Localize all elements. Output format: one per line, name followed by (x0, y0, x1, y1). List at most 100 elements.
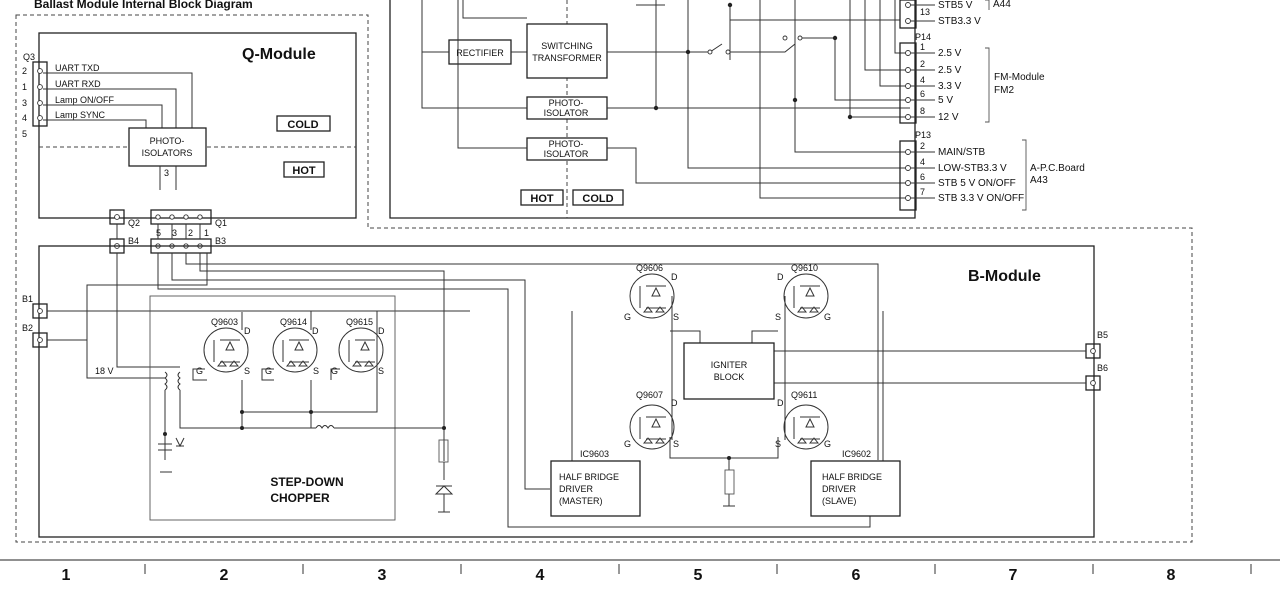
p14-pin-6: 6 (920, 89, 925, 99)
q3-pin-1: 1 (22, 82, 27, 92)
q3-pin-3: 3 (22, 98, 27, 108)
b3-label: B3 (215, 236, 226, 246)
grid-col-5: 5 (694, 567, 703, 584)
a44-board-label: A44 (993, 0, 1011, 10)
a44-output-stb5v: STB5 V (938, 0, 973, 11)
b-module-title: B-Module (968, 268, 1041, 285)
photo-isolator-1-line2: ISOLATOR (544, 108, 589, 118)
q9603-d: D (244, 326, 251, 336)
p14-pin-1: 1 (920, 42, 925, 52)
b5-label: B5 (1097, 330, 1108, 340)
driver-master-3: (MASTER) (559, 496, 603, 506)
q9611-label: Q9611 (791, 390, 817, 400)
p14-out-2v5-b: 2.5 V (938, 65, 962, 76)
q9614-d: D (312, 326, 319, 336)
driver-slave-1: HALF BRIDGE (822, 472, 882, 482)
grid-col-2: 2 (220, 567, 229, 584)
grid-col-8: 8 (1167, 567, 1176, 584)
q9607-label: Q9607 (636, 390, 663, 400)
ps-hot-label: HOT (530, 193, 554, 205)
q9615-label: Q9615 (346, 317, 373, 327)
igniter-label-2: BLOCK (714, 372, 745, 382)
q9603-label: Q9603 (211, 317, 238, 327)
q9611-g: G (824, 439, 831, 449)
p13-pin-2: 2 (920, 141, 925, 151)
p13-pin-6: 6 (920, 172, 925, 182)
power-supply-section: RECTIFIER SWITCHING TRANSFORMER PHOTO- I… (389, 0, 1085, 219)
chopper-fet-q9614: Q9614 D G S (265, 317, 319, 376)
q9607-s: S (673, 439, 679, 449)
q-photo-isolators-2: ISOLATORS (142, 148, 193, 158)
signal-uart-txd: UART TXD (55, 63, 100, 73)
driver-master-2: DRIVER (559, 484, 594, 494)
q-cold-label: COLD (287, 119, 318, 131)
b-module: B-Module B1 B2 18 V B5 B6 STEP-DOWN CHOP… (22, 245, 1108, 538)
q-hot-label: HOT (292, 165, 316, 177)
rectifier-label: RECTIFIER (456, 48, 504, 58)
q9614-g: G (265, 366, 272, 376)
q9615-g: G (331, 366, 338, 376)
b3-pin-1: 1 (204, 228, 209, 238)
diagram-title: Ballast Module Internal Block Diagram (34, 0, 253, 11)
fm2-label: FM2 (994, 85, 1014, 96)
q9611-d: D (777, 398, 784, 408)
q9610-g: G (824, 312, 831, 322)
bridge-fet-q9607: Q9607 D G S (624, 390, 679, 450)
photo-isolator-1-line1: PHOTO- (549, 98, 584, 108)
p14-out-3v3: 3.3 V (938, 81, 962, 92)
q9606-s: S (673, 312, 679, 322)
q9607-g: G (624, 439, 631, 449)
fm-module-label: FM-Module (994, 72, 1045, 83)
chopper-label-1: STEP-DOWN (270, 475, 343, 489)
igniter-label-1: IGNITER (711, 360, 748, 370)
p14-connector: P14 1 2 4 6 8 2.5 V 2.5 V 3.3 V 5 V 12 V… (899, 32, 1045, 124)
b3-pin-5: 5 (156, 228, 161, 238)
voltage-18v: 18 V (95, 366, 114, 376)
a44-connector: 13 STB5 V STB3.3 V A44 (899, 0, 1011, 29)
ic9603-label: IC9603 (580, 449, 609, 459)
grid-col-6: 6 (852, 567, 861, 584)
photo-isolator-2-line1: PHOTO- (549, 139, 584, 149)
isolator-bus-count: 3 (164, 168, 169, 178)
a44-output-stb33v: STB3.3 V (938, 16, 981, 27)
q9615-s: S (378, 366, 384, 376)
p14-label: P14 (915, 32, 931, 42)
grid-col-4: 4 (536, 567, 545, 584)
full-bridge: Q9606 D G S Q9610 D G S Q9607 D G S (550, 263, 901, 517)
bridge-fet-q9610: Q9610 D G S (775, 263, 831, 322)
p13-stb33v-onoff: STB 3.3 V ON/OFF (938, 193, 1024, 204)
q9607-d: D (671, 398, 678, 408)
q9606-label: Q9606 (636, 263, 663, 273)
bridge-fet-q9606: Q9606 D G S (624, 263, 679, 322)
p14-out-2v5-a: 2.5 V (938, 48, 962, 59)
signal-lamp-onoff: Lamp ON/OFF (55, 95, 115, 105)
driver-slave-3: (SLAVE) (822, 496, 856, 506)
ps-cold-label: COLD (582, 193, 613, 205)
b3-pin-3: 3 (172, 228, 177, 238)
q9606-g: G (624, 312, 631, 322)
driver-master-1: HALF BRIDGE (559, 472, 619, 482)
p13-low-stb33v: LOW-STB3.3 V (938, 163, 1007, 174)
p13-label: P13 (915, 130, 931, 140)
p14-out-12v: 12 V (938, 112, 959, 123)
a44-pin-13: 13 (920, 7, 930, 17)
grid-ruler: 1 2 3 4 5 6 7 8 (0, 559, 1280, 584)
q9603-g: G (196, 366, 203, 376)
ballast-boundary (15, 14, 1193, 543)
q3-pin-2: 2 (22, 66, 27, 76)
q9615-d: D (378, 326, 385, 336)
step-down-chopper: STEP-DOWN CHOPPER Q9603 D G S Q961 (149, 295, 444, 521)
q9611-s: S (775, 439, 781, 449)
apc-board-label: A-P.C.Board (1030, 163, 1085, 174)
chopper-fet-q9615: Q9615 D G S (331, 317, 385, 376)
ic9602-label: IC9602 (842, 449, 871, 459)
q9610-s: S (775, 312, 781, 322)
grid-col-3: 3 (378, 567, 387, 584)
b2-label: B2 (22, 323, 33, 333)
photo-isolator-2-line2: ISOLATOR (544, 149, 589, 159)
q1-label: Q1 (215, 218, 227, 228)
chopper-label-2: CHOPPER (270, 491, 330, 505)
q9606-d: D (671, 272, 678, 282)
p13-main-stb: MAIN/STB (938, 147, 986, 158)
b6-label: B6 (1097, 363, 1108, 373)
